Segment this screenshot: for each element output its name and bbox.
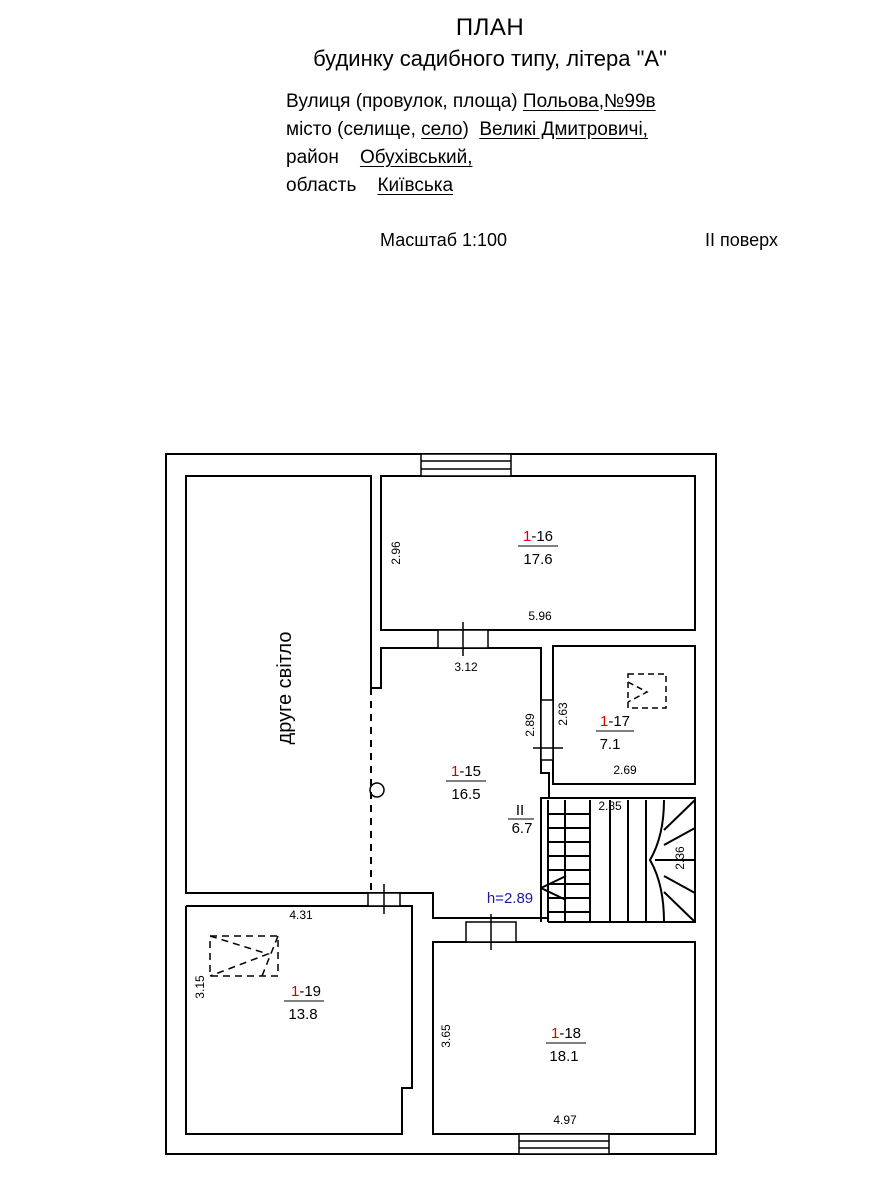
dim-r17-width: 2.69 xyxy=(613,763,637,777)
room-1-19-number: 1-19 xyxy=(291,983,321,1000)
room-1-15-number: 1-15 xyxy=(451,763,481,780)
room-1-16-walls xyxy=(380,475,696,631)
dim-stair-height: 2.36 xyxy=(673,846,687,870)
double-light-void xyxy=(185,475,372,894)
room-1-18-area: 18.1 xyxy=(549,1048,578,1065)
doors xyxy=(367,622,563,950)
dim-r19-height: 3.15 xyxy=(193,975,207,999)
double-light-label: друге світло xyxy=(274,632,296,745)
dim-r19-width: 4.31 xyxy=(289,908,313,922)
room-1-19-walls xyxy=(185,905,413,1135)
ceiling-height: h=2.89 xyxy=(487,890,533,907)
scale-label: Масштаб 1:100 xyxy=(380,230,508,250)
windows xyxy=(420,453,610,1155)
region-label: область xyxy=(286,175,357,196)
district-line: район Обухівський, xyxy=(286,144,473,172)
city-label-c: ) xyxy=(462,119,469,140)
dim-r16-width: 5.96 xyxy=(528,609,552,623)
plan-subtitle: будинку садибного типу, літера "А" xyxy=(313,46,667,71)
dim-r18-height: 3.65 xyxy=(439,1024,453,1048)
city-line: місто (селище, село) Великі Дмитровичі, xyxy=(286,116,648,144)
city-value: Великі Дмитровичі, xyxy=(479,119,648,140)
dim-r17-height: 2.63 xyxy=(556,702,570,726)
stair-mark: II xyxy=(516,802,524,819)
plan-title: ПЛАН xyxy=(455,14,525,41)
district-value: Обухівський, xyxy=(359,147,473,168)
room-1-16-area: 17.6 xyxy=(523,551,552,568)
room-1-15-area: 16.5 xyxy=(451,786,480,803)
window-top xyxy=(420,453,512,477)
city-label-a: місто (селище, xyxy=(286,119,416,140)
room-1-19-fixture xyxy=(209,935,279,977)
region-line: область Київська xyxy=(286,172,453,200)
window-bottom xyxy=(518,1133,610,1155)
room-1-17-area: 7.1 xyxy=(600,736,621,753)
staircase xyxy=(540,797,696,923)
street-value: Польова xyxy=(522,91,599,112)
room-1-17-fixture xyxy=(627,673,667,709)
street-line: Вулиця (провулок, площа) Польова,№99в xyxy=(286,91,656,112)
house-number: №99в xyxy=(604,91,656,112)
room-1-19-area: 13.8 xyxy=(288,1006,317,1023)
door-1-17 xyxy=(540,699,554,761)
column-icon xyxy=(369,782,385,798)
room-1-18-number: 1-18 xyxy=(551,1025,581,1042)
dim-r16-height: 2.96 xyxy=(389,541,403,565)
stair-area: 6.7 xyxy=(512,820,533,837)
room-1-16-number: 1-16 xyxy=(523,528,553,545)
room-1-17-number: 1-17 xyxy=(600,713,630,730)
district-label: район xyxy=(286,147,339,168)
region-value: Київська xyxy=(377,175,454,196)
street-label: Вулиця (провулок, площа) xyxy=(286,91,518,112)
dim-r15-top: 3.12 xyxy=(454,660,478,674)
dim-stair-width: 2.85 xyxy=(598,799,622,813)
city-label-b: село xyxy=(421,119,463,140)
floor-label: II поверх xyxy=(705,230,778,250)
dim-r18-width: 4.97 xyxy=(553,1113,577,1127)
dim-r15-side: 2.89 xyxy=(523,713,537,737)
outer-wall xyxy=(165,453,717,1155)
